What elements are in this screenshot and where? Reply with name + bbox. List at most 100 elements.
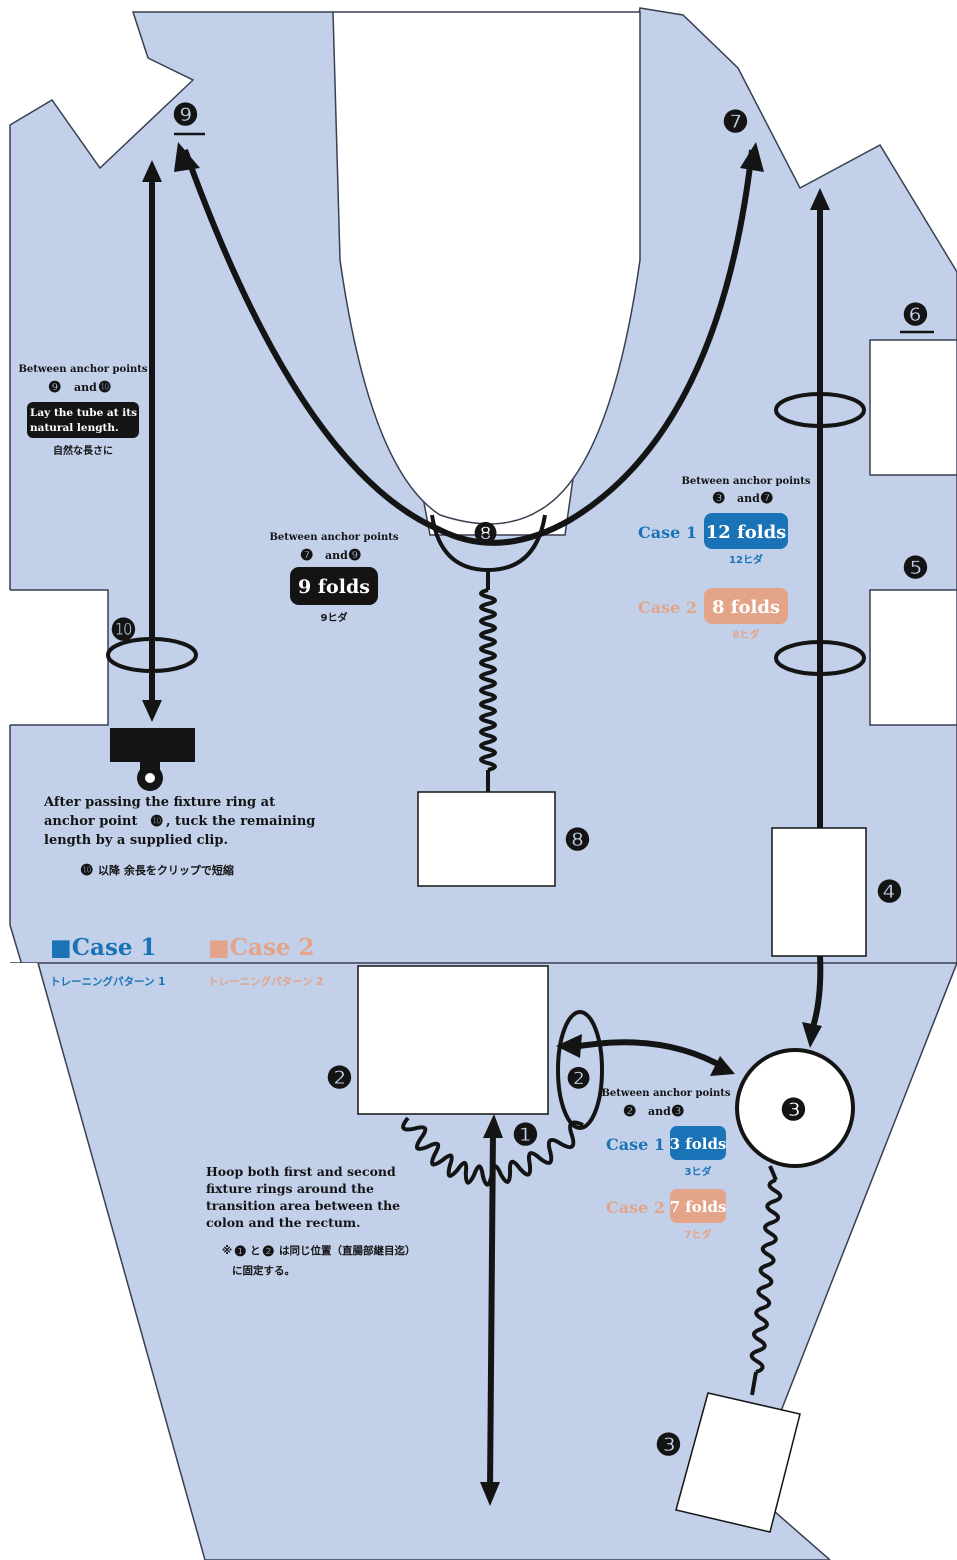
center-u-notch [332, 11, 641, 525]
note-3-7-case1-folds: 12 folds [706, 522, 787, 543]
arrow-head-1-top [483, 1114, 503, 1138]
spring-anchor-2 [401, 1116, 584, 1187]
hoop-note-line2: fixture rings around the [206, 1181, 374, 1196]
note-2-3-case1-label: Case 1 [606, 1135, 665, 1154]
spring-anchor-8 [479, 588, 497, 772]
note-2-3-b: ❸ [671, 1102, 684, 1120]
note-3-7-a: ❸ [712, 489, 725, 507]
box-anchor-2 [357, 965, 549, 1115]
clip-note: After passing the fixture ring at anchor… [43, 795, 315, 879]
note-2-3-a: ❷ [623, 1102, 636, 1120]
note-3-7-b: ❼ [760, 489, 773, 507]
note-2-3-case2-label: Case 2 [606, 1198, 665, 1217]
box-anchor-8 [417, 791, 556, 887]
ring-3 [735, 1048, 855, 1168]
note-2-3-case1-jp: 3ヒダ [685, 1165, 712, 1178]
hoop-note-jp-anchor-1: ❶ [234, 1244, 247, 1260]
note-2-3-and: and [648, 1105, 671, 1118]
note-9-10-and: and [74, 381, 97, 394]
hoop-note-jp1b: と [250, 1245, 261, 1257]
note-2-3-case2-folds: 7 folds [670, 1198, 727, 1216]
anchor-4-label: ❹ [876, 875, 903, 910]
arrow-head-1-bottom [480, 1482, 500, 1506]
anchor-3-circle-label: ❸ [780, 1093, 807, 1128]
ring-10 [106, 637, 198, 673]
note-2-3: Between anchor points ❷ and ❸ Case 1 3 f… [601, 1088, 730, 1241]
note-9-10-a: ❾ [48, 378, 61, 396]
tube-curve-9-to-7 [182, 148, 755, 546]
tube-4-to-3 [809, 954, 824, 1031]
note-9-10-header: Between anchor points [18, 364, 147, 375]
note-2-3-case1-folds: 3 folds [670, 1135, 727, 1153]
arrow-head-left-bottom [142, 700, 162, 722]
legend-case2-jp: トレーニングパターン 2 [208, 975, 323, 988]
anchor-9-label: ❾ [172, 98, 199, 133]
note-9-10: Between anchor points ❾ and ❿ Lay the tu… [18, 364, 147, 457]
note-3-7-case1-jp: 12ヒダ [729, 553, 763, 566]
note-3-7-case1-box [704, 513, 788, 549]
hoop-note-jp1: ※ [222, 1245, 232, 1257]
clip-note-jp: 以降 余長をクリップで短縮 [98, 863, 234, 877]
box-anchor-3 [675, 1392, 801, 1533]
note-3-7-case2-box [704, 588, 788, 624]
anchor-2-ring-label: ❷ [566, 1062, 591, 1095]
anchor-7-label: ❼ [722, 105, 749, 140]
hoop-note-line4: colon and the rectum. [206, 1215, 361, 1230]
anchor-8-top-label: ❽ [473, 517, 498, 550]
anchor-8-label: ❽ [564, 823, 591, 858]
hoop-note-jp2: に固定する。 [232, 1264, 295, 1277]
spring-anchor-3 [749, 1178, 783, 1374]
arrow-head-3b [710, 1056, 735, 1076]
note-7-9-header: Between anchor points [269, 532, 398, 543]
clip-note-line3: length by a supplied clip. [44, 833, 228, 848]
ring-6 [774, 392, 866, 428]
note-3-7-and: and [737, 492, 760, 505]
arrow-head-7 [740, 142, 764, 172]
note-3-7-case2-folds: 8 folds [712, 597, 780, 618]
arrow-head-3 [802, 1022, 822, 1048]
note-2-3-case1-box [670, 1126, 726, 1160]
anchor-3-label: ❸ [655, 1428, 682, 1463]
right-notch-upper [869, 339, 957, 476]
note-3-7-case2-label: Case 2 [638, 598, 697, 617]
anchor-1-label: ❶ [512, 1118, 539, 1153]
note-3-7-case2-jp: 8ヒダ [733, 628, 760, 641]
left-notch [0, 590, 108, 725]
note-3-7-header: Between anchor points [681, 476, 810, 487]
clip-note-jp-anchor: ❿ [80, 861, 93, 879]
spring-3-lead-bottom [750, 1371, 758, 1396]
note-7-9-folds: 9 folds [298, 576, 370, 598]
note-9-10-b: ❿ [98, 378, 111, 396]
anchor-10-label: ❿ [110, 613, 137, 648]
note-2-3-header: Between anchor points [601, 1088, 730, 1099]
note-2-3-case2-jp: 7ヒダ [685, 1228, 712, 1241]
hoop-note-line1: Hoop both first and second [206, 1164, 396, 1179]
hoop-note-line3: transition area between the [206, 1198, 400, 1213]
note-9-10-line2: natural length. [30, 422, 119, 434]
tube-anchor-1 [487, 1129, 496, 1491]
note-7-9: Between anchor points ❼ and ❾ 9 folds 9ヒ… [269, 532, 398, 624]
legend-case2-title: ■Case 2 [208, 934, 315, 961]
note-9-10-jp: 自然な長さに [53, 444, 113, 457]
arrow-head-2 [556, 1034, 582, 1058]
clip-note-line2b: , tuck the remaining [166, 814, 315, 829]
hoop-note-jp1c: は同じ位置（直腸部継目迄） [279, 1244, 416, 1257]
anchor-5-label: ❺ [902, 551, 929, 586]
tube-2-to-3 [567, 1039, 727, 1071]
ring-5 [774, 640, 866, 676]
arrow-head-left-top [142, 160, 162, 182]
clip-note-line1: After passing the fixture ring at [43, 795, 275, 810]
note-7-9-jp: 9ヒダ [321, 611, 348, 624]
supplied-clip-icon [110, 728, 195, 791]
box-anchor-4 [771, 827, 867, 957]
anchor-2-label: ❷ [326, 1061, 353, 1096]
spring-3-lead [768, 1165, 778, 1181]
note-3-7: Between anchor points ❸ and ❼ Case 1 12 … [638, 476, 811, 641]
note-9-10-line1: Lay the tube at its [30, 407, 137, 419]
note-7-9-a: ❼ [300, 546, 313, 564]
legend-case1-title: ■Case 1 [50, 934, 157, 961]
right-notch-lower [869, 589, 957, 726]
note-7-9-and: and [325, 549, 348, 562]
